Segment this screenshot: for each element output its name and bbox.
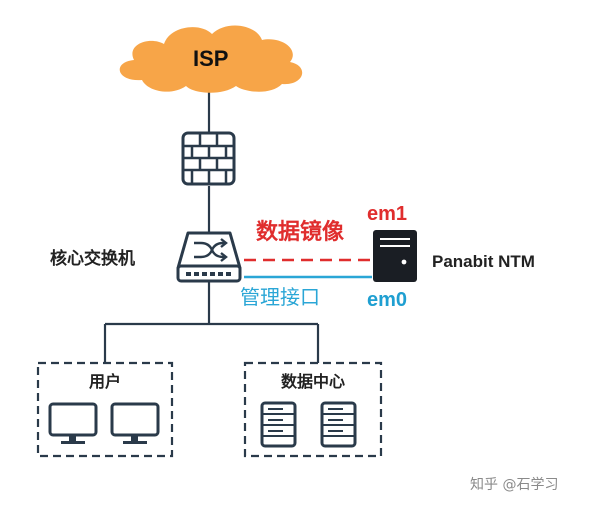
management-interface-label: 管理接口 bbox=[240, 285, 320, 309]
datacenter-group-box bbox=[243, 361, 383, 458]
em0-port-label: em0 bbox=[367, 289, 408, 311]
panabit-ntm-label: Panabit NTM bbox=[432, 252, 535, 271]
switch-icon bbox=[176, 231, 242, 283]
rack-server-icon bbox=[260, 401, 297, 448]
datacenter-group-label: 数据中心 bbox=[281, 372, 346, 391]
mirror-label: 数据镜像 bbox=[256, 220, 345, 245]
server-tower-icon bbox=[373, 230, 417, 282]
firewall-icon bbox=[181, 131, 236, 186]
monitor-icon bbox=[110, 402, 160, 444]
monitor-icon bbox=[48, 402, 98, 444]
users-group-box bbox=[36, 361, 174, 458]
rack-server-icon bbox=[320, 401, 357, 448]
connection-lines bbox=[103, 88, 320, 363]
watermark: 知乎 @石学习 bbox=[470, 477, 559, 493]
core-switch-label: 核心交换机 bbox=[50, 249, 135, 269]
isp-label: ISP bbox=[193, 46, 229, 71]
users-group-label: 用户 bbox=[89, 372, 122, 391]
cloud-icon bbox=[119, 25, 303, 93]
em1-port-label: em1 bbox=[367, 203, 408, 225]
